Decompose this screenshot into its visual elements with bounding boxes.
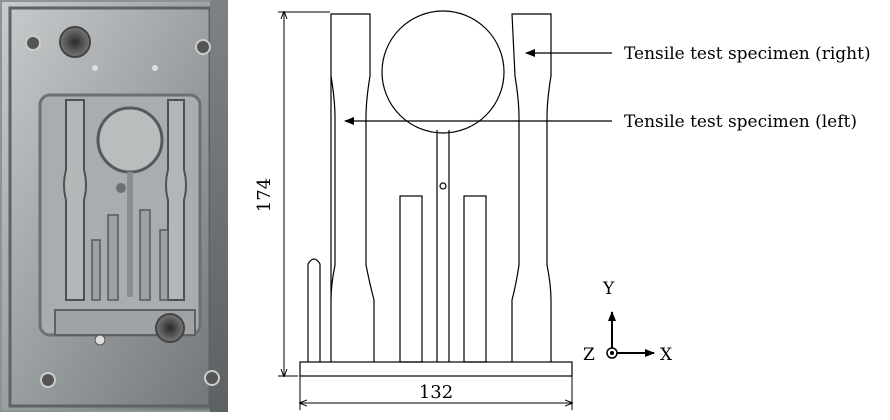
- short-pin: [307, 258, 321, 362]
- base-plate: [299, 361, 573, 377]
- bolt-hole-icon: [204, 370, 220, 386]
- bolt-hole-icon: [195, 39, 211, 55]
- part-drawing: [299, 10, 573, 377]
- axis-label-z: Z: [583, 345, 595, 365]
- rib-left: [399, 195, 423, 363]
- callout-label-left: Tensile test specimen (left): [624, 112, 857, 132]
- tensile-specimen-left: [330, 13, 375, 362]
- tensile-specimen-right: [511, 13, 552, 362]
- axis-label-y: Y: [602, 279, 615, 299]
- bolt-hole-icon: [40, 372, 56, 388]
- dimension-width: [300, 376, 572, 410]
- coordinate-axes: [606, 311, 655, 359]
- gate-icon: [439, 182, 447, 190]
- mold-plate-photo: [0, 0, 228, 412]
- bolt-hole-icon: [25, 35, 41, 51]
- dimension-height: [278, 12, 330, 376]
- runner: [436, 130, 450, 362]
- dimension-height-label: 174: [254, 178, 275, 212]
- axis-label-x: X: [660, 345, 673, 365]
- dimension-width-label: 132: [419, 382, 453, 403]
- callout-label-right: Tensile test specimen (right): [624, 44, 871, 64]
- rib-right: [463, 195, 487, 363]
- tensile-disc: [381, 10, 505, 134]
